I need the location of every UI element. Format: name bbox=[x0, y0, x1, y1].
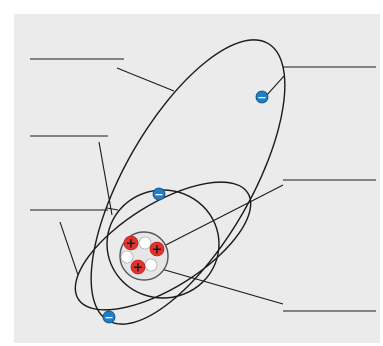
nucleus: + + + bbox=[119, 231, 169, 281]
leader-line-top-left bbox=[116, 67, 175, 92]
leader-line-top-right bbox=[265, 75, 285, 97]
diagram-background bbox=[14, 14, 380, 343]
label-line-nucleus-left bbox=[106, 207, 119, 211]
proton-particle bbox=[123, 235, 139, 251]
electron-sign: − bbox=[104, 311, 113, 324]
electron-sign: − bbox=[257, 91, 266, 104]
leader-line-lower-left bbox=[59, 221, 79, 276]
electron-particle bbox=[152, 187, 166, 201]
proton: + bbox=[149, 241, 165, 258]
proton-particle bbox=[130, 259, 146, 275]
electron: − bbox=[102, 310, 116, 324]
electron-sign: − bbox=[154, 188, 163, 201]
electron: − bbox=[152, 187, 166, 201]
proton: + bbox=[123, 235, 139, 252]
proton-sign: + bbox=[152, 243, 163, 258]
orbit-middle bbox=[74, 181, 252, 311]
neutron bbox=[138, 236, 152, 250]
proton: + bbox=[130, 259, 146, 276]
electron: − bbox=[255, 90, 269, 104]
leader-line-middle-left bbox=[98, 141, 113, 216]
proton-sign: + bbox=[126, 237, 137, 252]
electron-particle bbox=[102, 310, 116, 324]
electron-particle bbox=[255, 90, 269, 104]
neutron bbox=[120, 250, 134, 264]
leader-line-bottom-right bbox=[150, 265, 284, 305]
proton-sign: + bbox=[133, 261, 144, 276]
proton-particle bbox=[149, 241, 165, 257]
neutron bbox=[144, 258, 158, 272]
leader-line-middle-right bbox=[159, 184, 284, 249]
